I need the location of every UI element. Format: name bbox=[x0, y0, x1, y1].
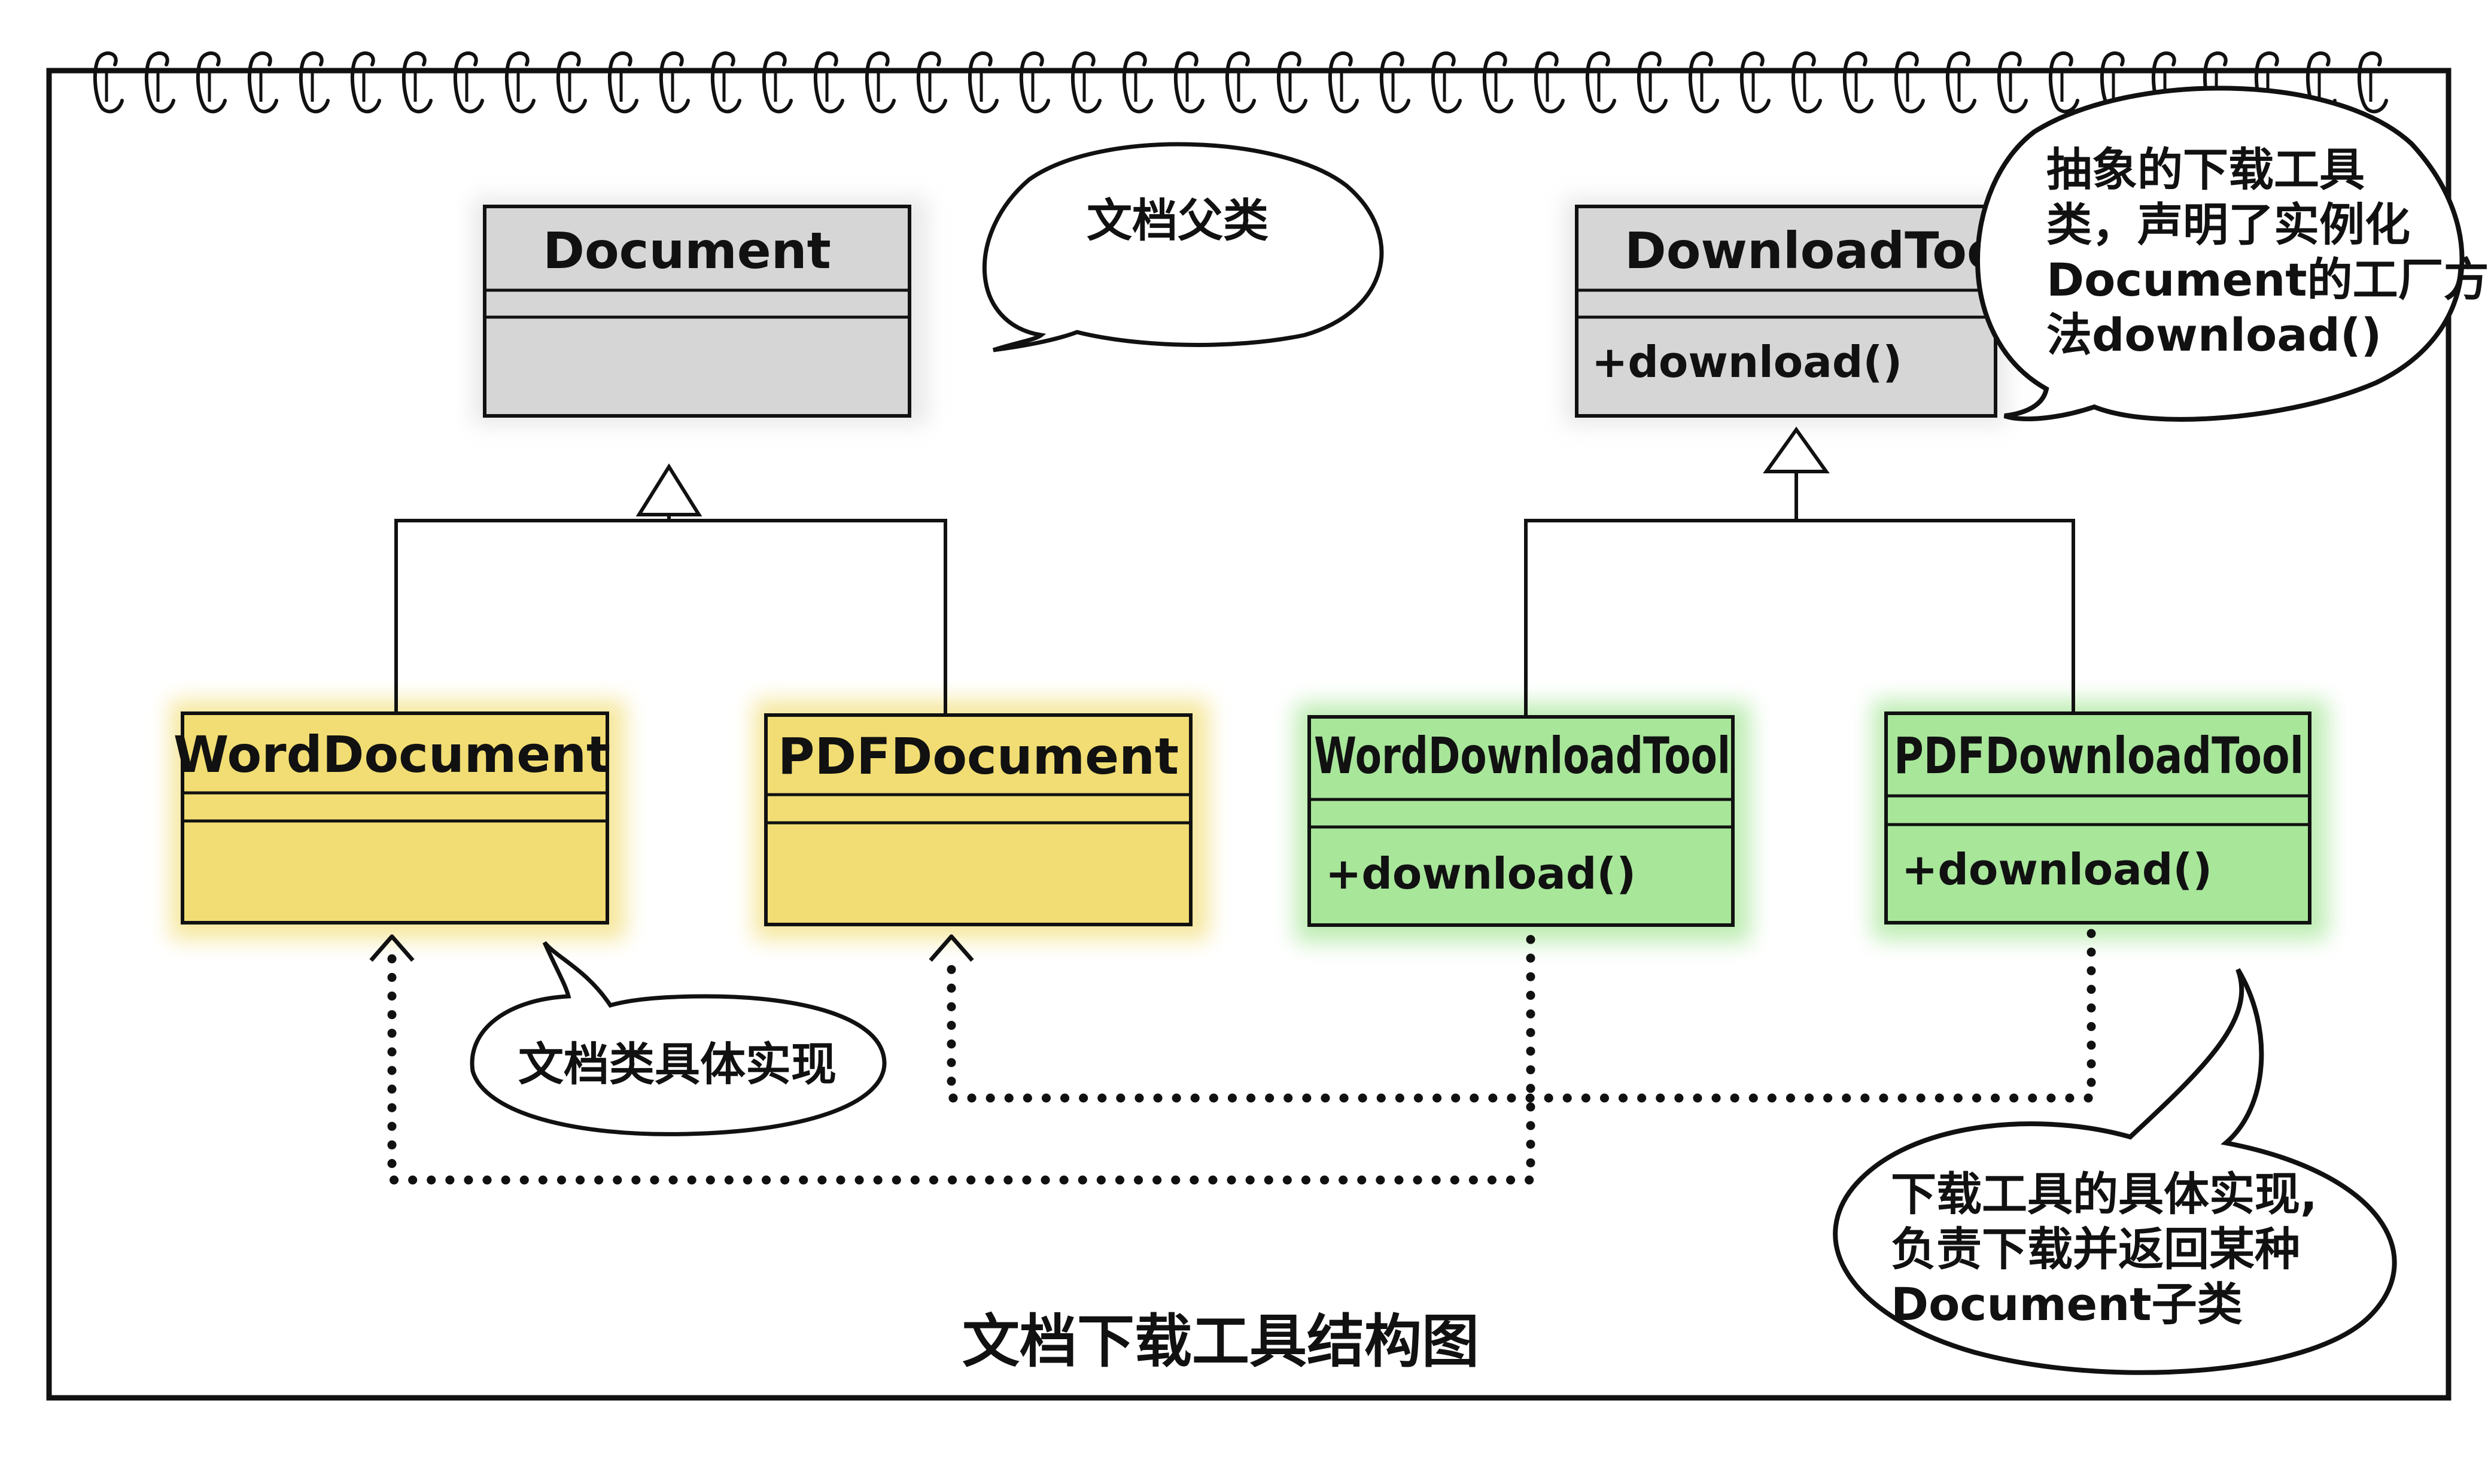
open-arrowhead bbox=[929, 934, 974, 962]
spiral-ring bbox=[1534, 51, 1565, 114]
spiral-ring bbox=[813, 51, 844, 114]
spiral-ring bbox=[1070, 51, 1102, 114]
note-text: 下载工具的具体实现, 负责下载并返回某种 Document子类 bbox=[1891, 1167, 2333, 1331]
class-method: +download() bbox=[1902, 844, 2212, 895]
class-pdf-document: PDFDocument bbox=[754, 700, 1209, 939]
class-method: +download() bbox=[1325, 849, 1636, 899]
note-download-tool-abstract: 抽象的下载工具 类，声明了实例化 Document的工厂方 法download(… bbox=[1975, 86, 2488, 422]
generalization-arrowhead bbox=[1763, 426, 1830, 473]
spiral-ring bbox=[865, 51, 896, 114]
spiral-ring bbox=[1276, 51, 1307, 114]
class-word-document: WordDocument bbox=[171, 700, 625, 939]
spiral-ring bbox=[916, 51, 947, 114]
spiral-ring bbox=[1122, 51, 1153, 114]
spiral-ring bbox=[1945, 51, 1976, 114]
class-box bbox=[181, 711, 609, 925]
speech-bubble bbox=[982, 142, 1384, 352]
spiral-ring bbox=[2357, 51, 2388, 114]
inheritance-line bbox=[1524, 519, 2075, 715]
spiral-ring bbox=[762, 51, 793, 114]
spiral-ring bbox=[2048, 51, 2079, 114]
dependency-lines bbox=[387, 929, 2096, 1185]
generalization-arrowhead bbox=[635, 463, 702, 516]
class-name: Document bbox=[543, 221, 831, 280]
spiral-ring bbox=[504, 51, 536, 114]
spiral-ring bbox=[1791, 51, 1822, 114]
class-box bbox=[1575, 205, 1997, 418]
spiral-ring bbox=[1739, 51, 1771, 114]
note-document-impl: 文档类具体实现 bbox=[470, 941, 887, 1136]
spiral-ring bbox=[1019, 51, 1050, 114]
spiral-ring bbox=[1688, 51, 1719, 114]
spiral-ring bbox=[710, 51, 741, 114]
spiral-ring bbox=[1585, 51, 1616, 114]
spiral-ring bbox=[1482, 51, 1513, 114]
spiral-ring bbox=[144, 51, 175, 114]
note-document-parent: 文档父类 bbox=[982, 142, 1384, 352]
spiral-ring bbox=[607, 51, 638, 114]
speech-bubble bbox=[470, 941, 887, 1136]
spiral-ring bbox=[299, 51, 330, 114]
class-name: PDFDocument bbox=[778, 727, 1179, 786]
spiral-ring bbox=[93, 51, 124, 114]
class-method: +download() bbox=[1592, 337, 1902, 387]
spiral-ring bbox=[1842, 51, 1873, 114]
spiral-ring bbox=[1379, 51, 1410, 114]
note-text: 抽象的下载工具 类，声明了实例化 Document的工厂方 法download(… bbox=[2046, 143, 2488, 361]
class-name: WordDownloadTool bbox=[1314, 726, 1730, 785]
note-text: 文档类具体实现 bbox=[518, 1038, 837, 1091]
dependency-line-word bbox=[387, 935, 1535, 1185]
dependency-arrowheads bbox=[369, 934, 974, 962]
diagram-caption: 文档下载工具结构图 bbox=[962, 1308, 1479, 1375]
class-name: WordDocument bbox=[174, 725, 610, 784]
sketchbook-page bbox=[46, 68, 2451, 1401]
spiral-ring bbox=[556, 51, 587, 114]
spiral-ring bbox=[1997, 51, 2028, 114]
note-tool-impl: 下载工具的具体实现, 负责下载并返回某种 Document子类 bbox=[1833, 968, 2397, 1375]
speech-bubble bbox=[1833, 968, 2397, 1375]
class-pdf-download-tool: PDFDownloadTool +download() bbox=[1873, 700, 2328, 939]
class-name: PDFDownloadTool bbox=[1894, 726, 2304, 785]
spiral-ring bbox=[1328, 51, 1359, 114]
class-download-tool: DownloadTool +download() bbox=[1565, 197, 2019, 425]
class-box bbox=[1884, 711, 2311, 925]
inheritance-line bbox=[394, 519, 947, 715]
open-arrowhead bbox=[369, 934, 415, 962]
class-document: Document bbox=[473, 197, 927, 425]
inheritance-download-tool bbox=[1524, 426, 2075, 715]
class-box bbox=[483, 205, 911, 418]
class-name: DownloadTool bbox=[1625, 221, 2019, 280]
note-text: 文档父类 bbox=[1087, 194, 1269, 247]
spiral-ring bbox=[1637, 51, 1668, 114]
spiral-binding bbox=[93, 51, 2388, 114]
dependency-line-pdf bbox=[947, 929, 2096, 1103]
spiral-ring bbox=[1173, 51, 1205, 114]
inheritance-document bbox=[394, 463, 947, 715]
spiral-ring bbox=[968, 51, 999, 114]
spiral-ring bbox=[350, 51, 381, 114]
spiral-ring bbox=[247, 51, 278, 114]
spiral-ring bbox=[402, 51, 433, 114]
spiral-ring bbox=[659, 51, 690, 114]
spiral-ring bbox=[196, 51, 227, 114]
spiral-ring bbox=[453, 51, 484, 114]
spiral-ring bbox=[1225, 51, 1256, 114]
class-box bbox=[1307, 715, 1735, 927]
class-box bbox=[764, 713, 1193, 926]
class-word-download-tool: WordDownloadTool +download() bbox=[1295, 703, 1750, 942]
speech-bubble bbox=[1975, 86, 2465, 422]
spiral-ring bbox=[1894, 51, 1925, 114]
spiral-ring bbox=[1431, 51, 1462, 114]
